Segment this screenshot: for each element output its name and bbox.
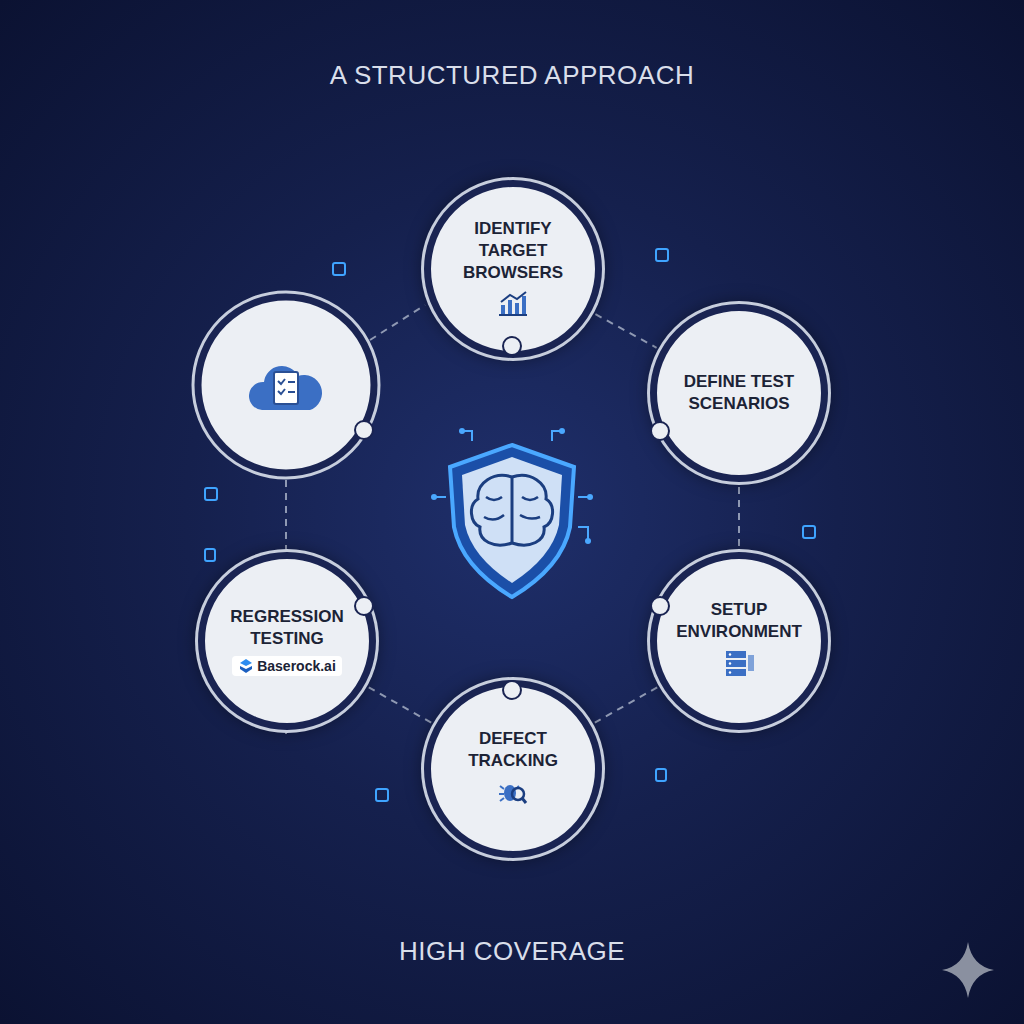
node-label: IDENTIFY TARGET BROWSERS: [443, 218, 583, 284]
logo-icon: [238, 658, 254, 674]
dashed-link: [370, 305, 425, 340]
shield-brain: [431, 428, 593, 597]
node-icon: [722, 649, 756, 683]
process-circle: SETUP ENVIRONMENT: [650, 552, 828, 730]
node-label: DEFINE TEST SCENARIOS: [669, 371, 809, 415]
node-icon: [498, 778, 528, 810]
dashed-connector: [595, 314, 656, 348]
diagram-caption: HIGH COVERAGE: [0, 936, 1024, 967]
node-icon: [498, 290, 528, 320]
process-circle: REGRESSION TESTING Baserock.ai: [198, 552, 376, 730]
dashed-connector: [595, 687, 657, 722]
node-label: DEFECT TRACKING: [443, 728, 583, 772]
icon-circle: [193, 292, 379, 478]
node-label: SETUP ENVIRONMENT: [669, 599, 809, 643]
brand-logo: Baserock.ai: [232, 656, 342, 676]
logo-text: Baserock.ai: [257, 658, 336, 674]
process-circle: DEFECT TRACKING: [424, 680, 602, 858]
sparkle: [942, 942, 994, 998]
dashed-connector: [369, 687, 431, 722]
diagram-title: A STRUCTURED APPROACH: [0, 60, 1024, 91]
process-circle: DEFINE TEST SCENARIOS: [650, 304, 828, 482]
dashed-connector: [739, 487, 740, 547]
node-label: REGRESSION TESTING: [217, 606, 357, 650]
process-circle: IDENTIFY TARGET BROWSERS: [424, 180, 602, 358]
